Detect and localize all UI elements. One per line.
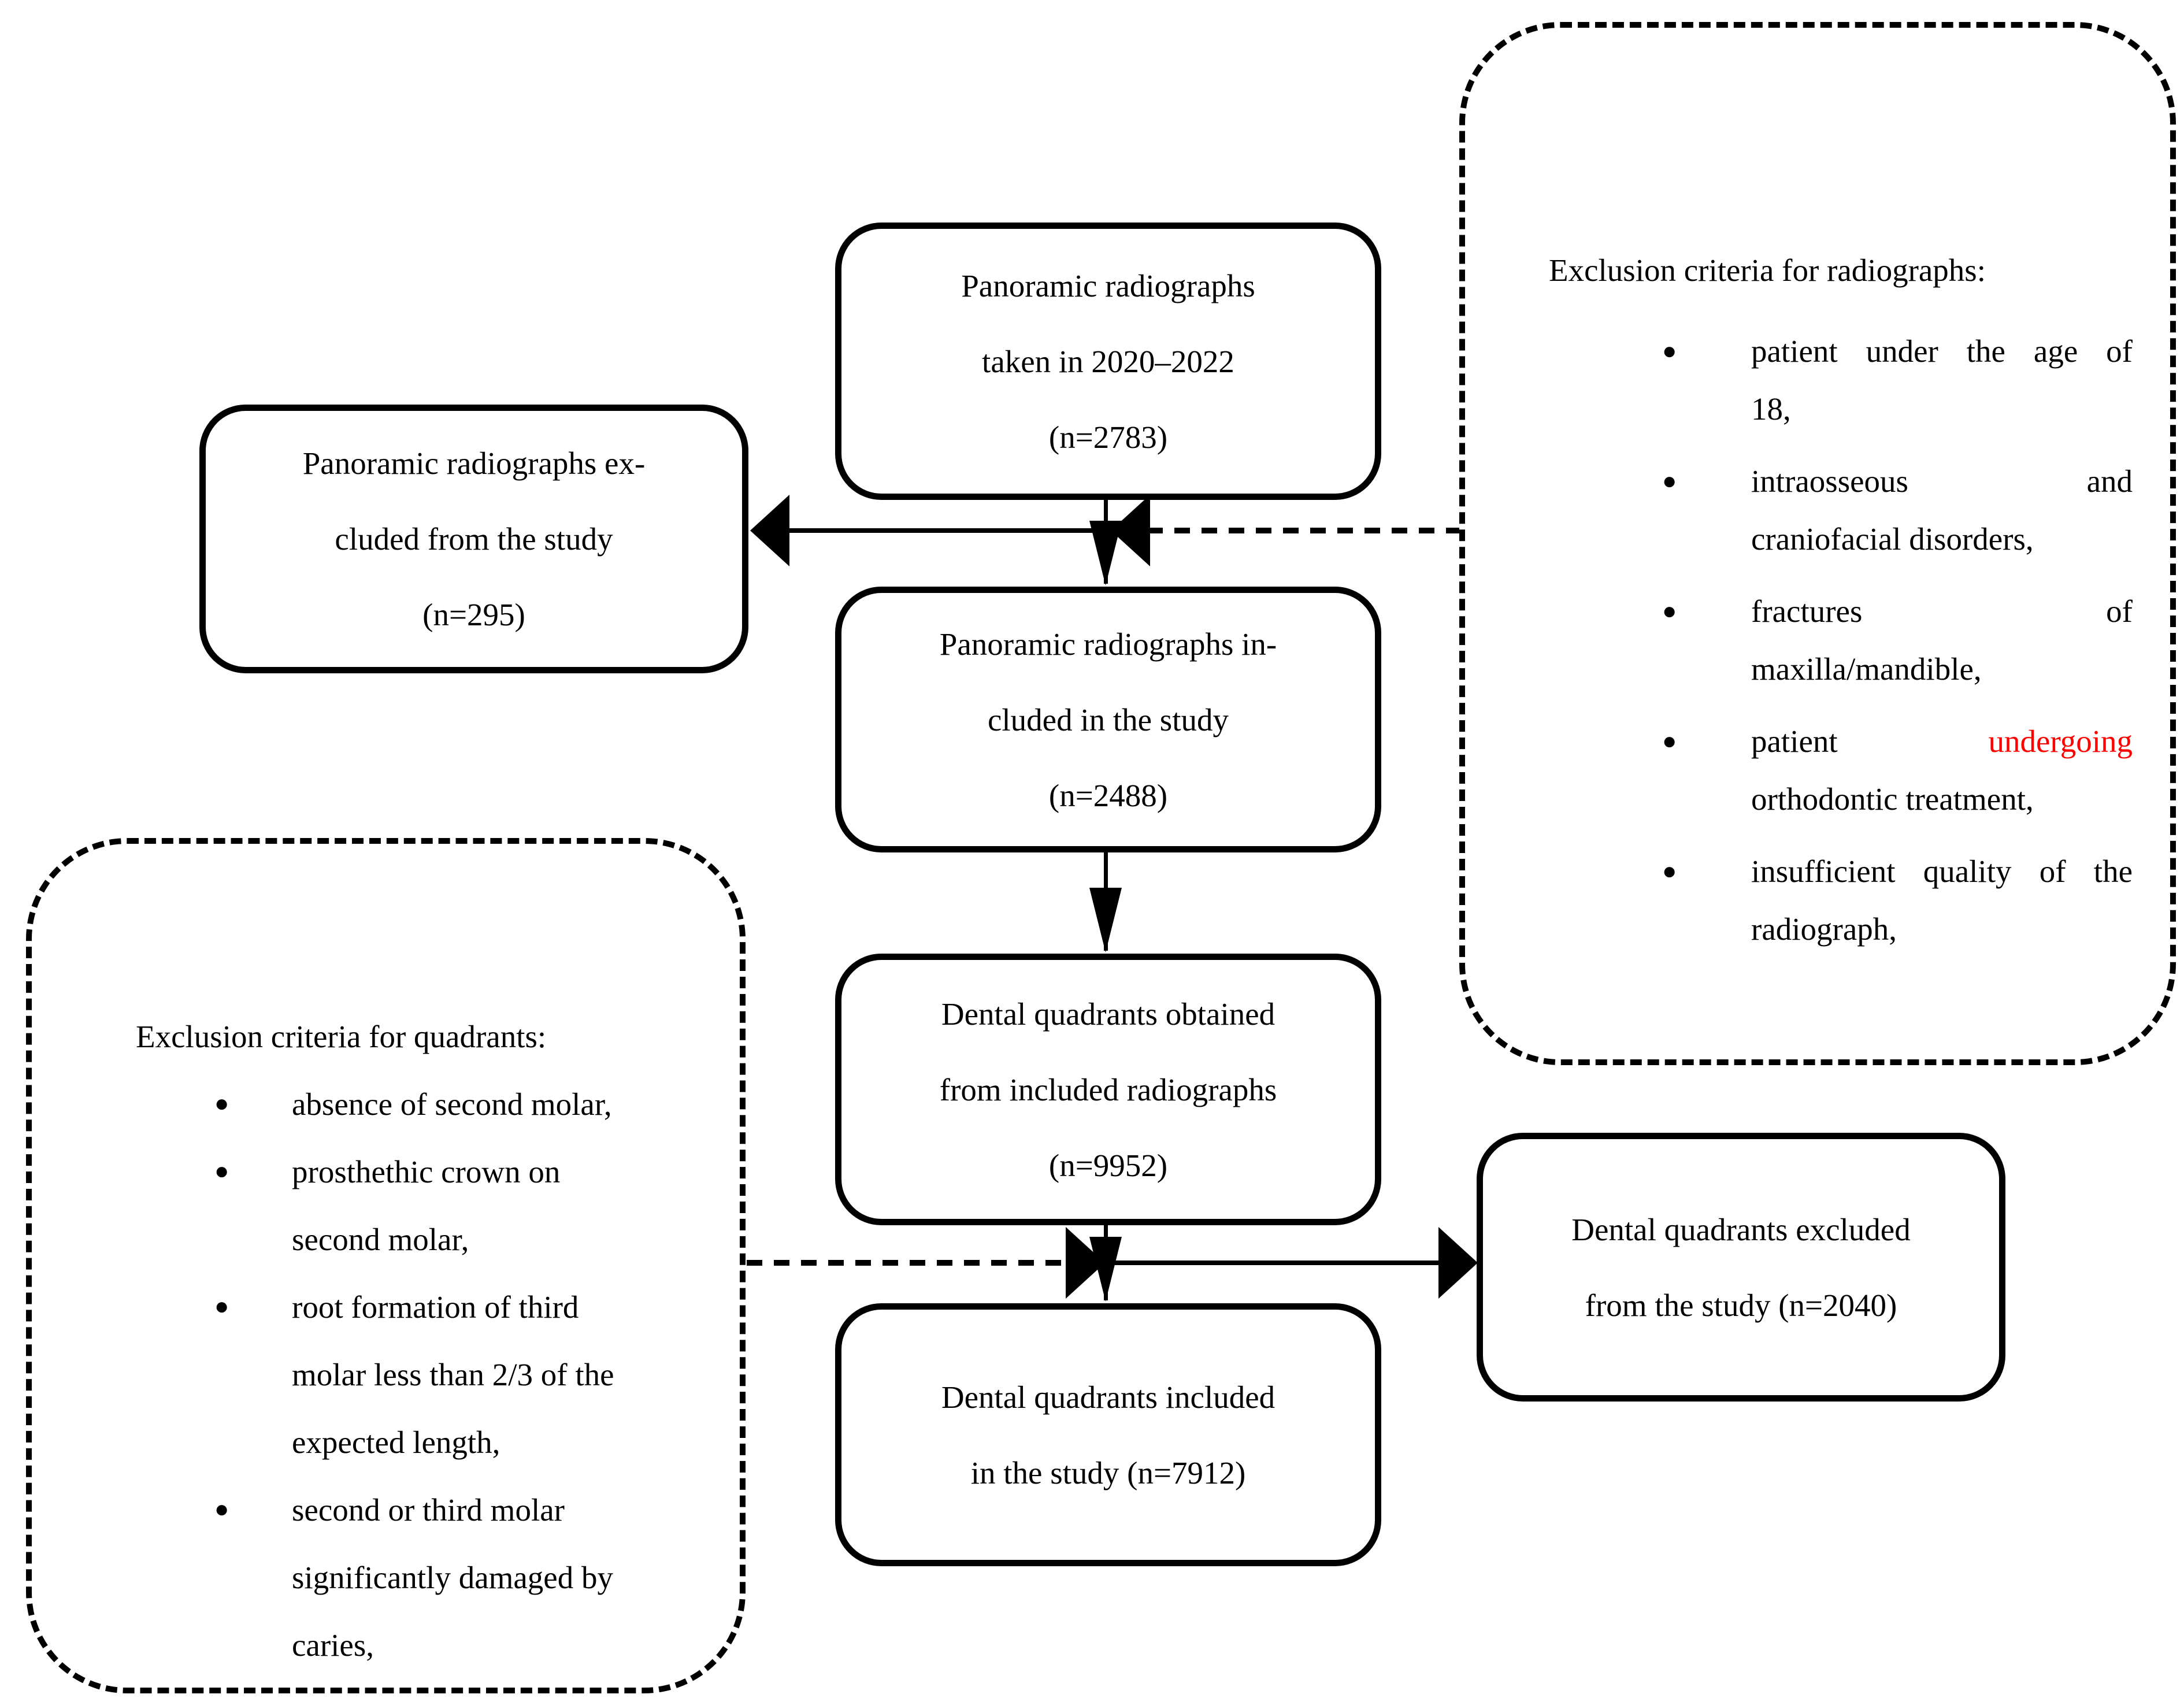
box-text-line: (n=2783): [1048, 419, 1168, 455]
box-quadrants-excluded: Dental quadrants excluded from the study …: [1477, 1133, 2005, 1402]
exclusion-item-line: absence of second molar,: [292, 1087, 612, 1122]
exclusion-item: patient undergoing orthodontic treatment,: [1659, 713, 2133, 828]
arrowhead-left-to-excluded-radiographs: [750, 495, 789, 566]
box-exclusion-criteria-quadrants: Exclusion criteria for quadrants: absenc…: [26, 838, 746, 1693]
exclusion-item-line: significantly damaged by: [292, 1560, 613, 1595]
exclusion-item-line: patient under the age of: [1751, 333, 2133, 369]
exclusion-item-line: second or third molar: [292, 1492, 565, 1528]
box-text-line: (n=2488): [1048, 777, 1168, 813]
exclusion-quadrants-title: Exclusion criteria for quadrants:: [136, 1019, 547, 1054]
box-text-line: Panoramic radiographs ex-: [302, 446, 646, 481]
exclusion-item: patient under the age of 18,: [1659, 322, 2133, 438]
box-quadrants-included: Dental quadrants included in the study (n…: [835, 1303, 1381, 1566]
exclusion-item: second or third molar significantly damag…: [211, 1476, 708, 1679]
box-text-line: Panoramic radiographs: [961, 268, 1255, 303]
arrow-line-to-excluded-radiographs: [769, 528, 1107, 533]
box-text-line: Panoramic radiographs in-: [939, 626, 1277, 662]
box-text-line: (n=295): [422, 597, 525, 632]
exclusion-item: intraosseous and craniofacial disorders,: [1659, 453, 2133, 568]
exclusion-item-line: insufficient quality of the: [1751, 854, 2133, 889]
box-text-line: cluded from the study: [335, 521, 613, 557]
box-text-line: from the study (n=2040): [1585, 1287, 1897, 1323]
exclusion-item-line: radiograph,: [1751, 911, 1897, 947]
exclusion-item-line: orthodontic treatment,: [1751, 781, 2034, 817]
highlighted-red-text: undergoing: [1988, 724, 2133, 759]
exclusion-item-line: prosthethic crown on: [292, 1154, 561, 1189]
exclusion-radiographs-title: Exclusion criteria for radiographs:: [1549, 253, 1986, 288]
box-radiographs-included: Panoramic radiographs in-cluded in the s…: [835, 587, 1381, 852]
exclusion-item: prosthethic crown on second molar,: [211, 1138, 708, 1273]
box-text-line: cluded in the study: [987, 702, 1229, 737]
box-quadrants-obtained: Dental quadrants obtained from included r…: [835, 954, 1381, 1225]
box-text-line: taken in 2020–2022: [982, 343, 1234, 379]
exclusion-item-line: second molar,: [292, 1222, 469, 1257]
exclusion-item-line: 18,: [1751, 391, 1791, 427]
exclusion-item-line: expected length,: [292, 1425, 500, 1460]
exclusion-quadrants-content: Exclusion criteria for quadrants: absenc…: [32, 844, 740, 1688]
box-text-line: in the study (n=7912): [970, 1455, 1246, 1491]
exclusion-item-line: craniofacial disorders,: [1751, 521, 2034, 557]
arrowhead-left-criteria-radiographs: [1111, 495, 1150, 566]
box-text-line: Dental quadrants included: [941, 1379, 1275, 1415]
exclusion-item-line: molar less than 2/3 of the: [292, 1357, 614, 1392]
box-radiographs-excluded: Panoramic radiographs ex-cluded from the…: [199, 405, 748, 673]
arrowhead-right-criteria-quadrants: [1066, 1227, 1105, 1299]
box-exclusion-criteria-radiographs: Exclusion criteria for radiographs: pati…: [1459, 22, 2176, 1065]
exclusion-item-line: caries,: [292, 1627, 374, 1663]
box-text-line: from included radiographs: [939, 1072, 1277, 1107]
box-text-line: Dental quadrants obtained: [941, 996, 1275, 1032]
exclusion-item: fractures of maxilla/mandible,: [1659, 583, 2133, 698]
exclusion-radiographs-list: patient under the age of 18, intraosseous …: [1549, 322, 2133, 958]
arrowhead-right-to-excluded-quadrants: [1438, 1227, 1478, 1299]
arrow-line-to-excluded-quadrants: [1106, 1260, 1475, 1265]
exclusion-item: absence of second molar,: [211, 1070, 708, 1138]
dashed-line-criteria-radiographs: [1147, 528, 1459, 533]
arrowhead-down-to-quadrants-obtained: [1089, 888, 1122, 952]
exclusion-item-line: root formation of third: [292, 1289, 579, 1325]
dashed-line-criteria-quadrants: [747, 1260, 1067, 1266]
exclusion-item-line: patient undergoing: [1751, 724, 2133, 759]
exclusion-item-line: intraosseous and: [1751, 464, 2133, 499]
exclusion-quadrants-list: absence of second molar, prosthethic crow…: [136, 1070, 708, 1679]
exclusion-item-line: maxilla/mandible,: [1751, 651, 1982, 687]
box-text-line: (n=9952): [1048, 1147, 1168, 1183]
exclusion-item-line: fractures of: [1751, 594, 2133, 629]
box-radiographs-taken: Panoramic radiographs taken in 2020–2022 (…: [835, 223, 1381, 500]
exclusion-item: root formation of third molar less than 2…: [211, 1273, 708, 1476]
exclusion-radiographs-content: Exclusion criteria for radiographs: pati…: [1465, 28, 2170, 1059]
exclusion-item: insufficient quality of the radiograph,: [1659, 843, 2133, 958]
box-text-line: Dental quadrants excluded: [1571, 1211, 1911, 1247]
